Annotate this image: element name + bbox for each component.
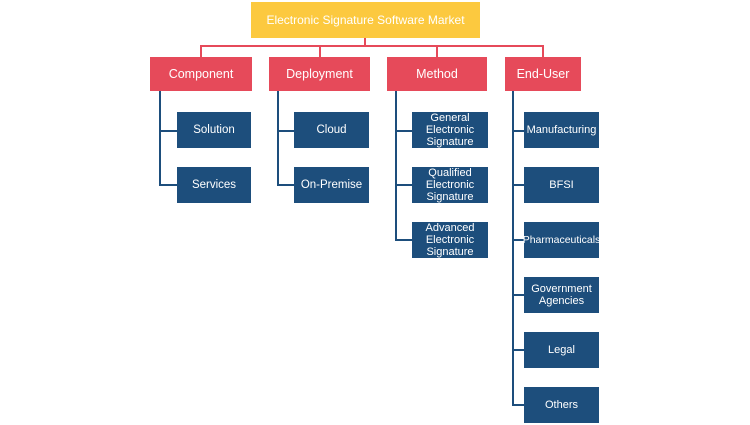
category-label: Method [416,67,458,81]
leaf-label: Cloud [316,124,347,136]
category-end-user: End-User [505,57,581,91]
method-leaf-spine [395,91,397,241]
component-connector-vertical [200,45,202,57]
leaf-pharmaceuticals: Pharmaceuticals [522,222,601,258]
leaf-services: Services [177,167,251,203]
leaf-label: Solution [193,124,235,136]
category-label: End-User [516,67,570,81]
leaf-qualified-electronic-signature: Qualified Electronic Signature [412,167,488,203]
category-label: Deployment [286,67,353,81]
component-leaf-spine [159,91,161,186]
leaf-label: Qualified Electronic Signature [425,167,475,203]
root-node: Electronic Signature Software Market [251,2,480,38]
end-user-leaf-branch [512,349,524,351]
deployment-connector-vertical [319,45,321,57]
leaf-label: Advanced Electronic Signature [425,222,475,258]
leaf-label: Pharmaceuticals [522,234,601,246]
leaf-label: BFSI [549,179,574,191]
end-user-leaf-spine [512,91,514,406]
leaf-label: Legal [548,344,575,356]
category-connector-horizontal [200,45,544,47]
category-method: Method [387,57,487,91]
end-user-leaf-branch [512,294,524,296]
method-leaf-branch [395,184,412,186]
leaf-label: On-Premise [300,179,363,191]
category-deployment: Deployment [269,57,370,91]
leaf-label: Others [544,399,578,411]
component-leaf-branch [159,184,177,186]
method-leaf-branch [395,130,412,132]
deployment-leaf-branch [277,184,294,186]
end-user-leaf-branch [512,404,524,406]
leaf-advanced-electronic-signature: Advanced Electronic Signature [412,222,488,258]
leaf-label: Manufacturing [526,124,597,136]
component-leaf-branch [159,130,177,132]
leaf-manufacturing: Manufacturing [524,112,599,148]
leaf-label: Government Agencies [531,283,592,307]
end-user-leaf-branch [512,130,524,132]
leaf-label: Services [191,179,237,191]
leaf-others: Others [524,387,599,423]
deployment-leaf-spine [277,91,279,186]
leaf-solution: Solution [177,112,251,148]
method-connector-vertical [436,45,438,57]
leaf-government-agencies: Government Agencies [524,277,599,313]
method-leaf-branch [395,239,412,241]
category-label: Component [168,67,234,81]
leaf-legal: Legal [524,332,599,368]
leaf-on-premise: On-Premise [294,167,369,203]
leaf-cloud: Cloud [294,112,369,148]
leaf-label: General Electronic Signature [425,112,475,148]
end-user-connector-vertical [542,45,544,57]
deployment-leaf-branch [277,130,294,132]
end-user-leaf-branch [512,184,524,186]
root-title: Electronic Signature Software Market [266,13,465,27]
leaf-general-electronic-signature: General Electronic Signature [412,112,488,148]
category-component: Component [150,57,252,91]
root-connector-vertical [364,38,366,46]
end-user-leaf-branch [512,239,524,241]
leaf-bfsi: BFSI [524,167,599,203]
